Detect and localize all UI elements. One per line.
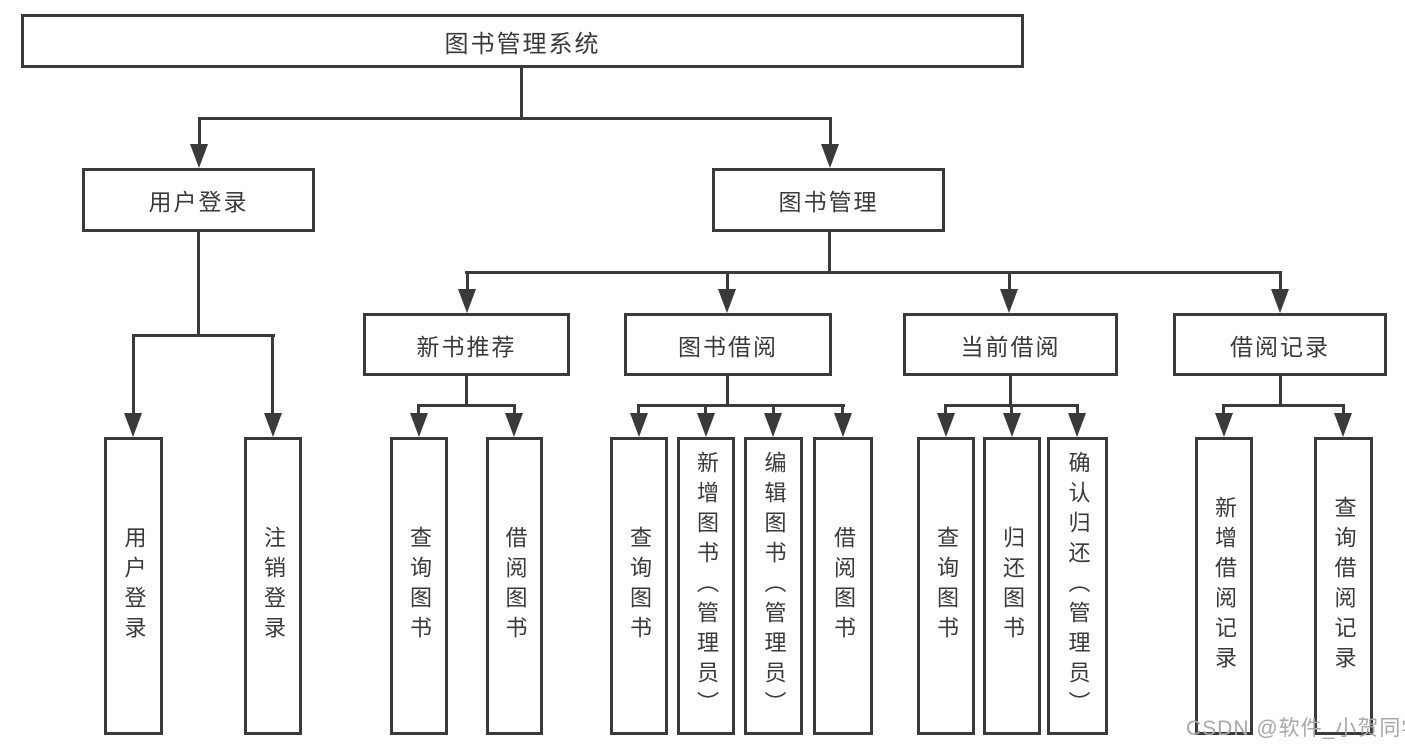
arrow-down-icon bbox=[124, 413, 142, 437]
leaf-borrow-book-recommend: 借阅图书 bbox=[486, 437, 543, 735]
arrow-down-icon bbox=[190, 144, 208, 168]
csdn-watermark: CSDN @软件_小贺同学 bbox=[1186, 717, 1405, 740]
node-label: 当前借阅 bbox=[960, 333, 1061, 360]
node-label: 新书推荐 bbox=[416, 333, 517, 360]
connector-line bbox=[944, 404, 947, 416]
node-book-borrow: 图书借阅 bbox=[624, 313, 832, 376]
connector-line bbox=[726, 376, 729, 407]
connector-line bbox=[1279, 271, 1282, 291]
connector-line bbox=[1342, 404, 1345, 416]
arrow-down-icon bbox=[1334, 413, 1352, 437]
node-new-book-recommend: 新书推荐 bbox=[363, 313, 570, 376]
arrow-down-icon bbox=[505, 413, 523, 437]
node-label: 借阅记录 bbox=[1230, 333, 1330, 360]
arrow-down-icon bbox=[697, 413, 715, 437]
node-label: 新增借阅记录 bbox=[1212, 496, 1237, 676]
node-book-management: 图书管理 bbox=[712, 168, 945, 232]
connector-line bbox=[726, 271, 729, 291]
arrow-down-icon bbox=[821, 144, 839, 168]
leaf-query-borrow-record: 查询借阅记录 bbox=[1314, 437, 1373, 735]
node-label: 确认归还（管理员） bbox=[1065, 451, 1091, 721]
connector-line bbox=[1009, 376, 1012, 407]
node-label: 查询图书 bbox=[627, 526, 652, 646]
connector-line bbox=[417, 404, 420, 416]
leaf-add-borrow-record: 新增借阅记录 bbox=[1195, 437, 1253, 735]
node-label: 归还图书 bbox=[1000, 526, 1025, 646]
connector-line bbox=[841, 404, 844, 416]
node-label: 用户登录 bbox=[121, 526, 147, 646]
node-label: 查询图书 bbox=[934, 526, 959, 646]
node-label: 借阅图书 bbox=[831, 526, 856, 646]
arrow-down-icon bbox=[630, 413, 648, 437]
node-borrow-records: 借阅记录 bbox=[1173, 313, 1387, 376]
leaf-logout: 注销登录 bbox=[244, 437, 302, 735]
connector-line bbox=[465, 271, 1282, 274]
connector-line bbox=[198, 117, 201, 145]
connector-line bbox=[513, 404, 516, 416]
arrow-down-icon bbox=[410, 413, 428, 437]
node-label: 编辑图书（管理员） bbox=[761, 451, 787, 721]
node-label: 查询图书 bbox=[407, 526, 432, 646]
arrow-down-icon bbox=[937, 413, 955, 437]
node-user-login: 用户登录 bbox=[82, 168, 315, 232]
connector-line bbox=[828, 232, 831, 274]
arrow-down-icon bbox=[264, 413, 282, 437]
arrow-down-icon bbox=[1003, 413, 1021, 437]
node-label: 图书管理 bbox=[778, 189, 879, 215]
leaf-borrow-book: 借阅图书 bbox=[813, 437, 873, 735]
connector-line bbox=[466, 271, 469, 291]
arrow-down-icon bbox=[1000, 289, 1018, 313]
connector-line bbox=[132, 334, 135, 414]
node-label: 新增图书（管理员） bbox=[694, 451, 719, 721]
arrow-down-icon bbox=[764, 413, 782, 437]
leaf-confirm-return-admin: 确认归还（管理员） bbox=[1047, 437, 1108, 735]
leaf-query-book-current: 查询图书 bbox=[917, 437, 975, 735]
connector-line bbox=[465, 376, 468, 407]
leaf-return-book: 归还图书 bbox=[983, 437, 1041, 735]
node-label: 图书借阅 bbox=[678, 333, 778, 360]
arrow-down-icon bbox=[1215, 413, 1233, 437]
node-label: 查询借阅记录 bbox=[1331, 496, 1357, 676]
node-current-borrow: 当前借阅 bbox=[903, 313, 1118, 376]
connector-line bbox=[520, 68, 523, 120]
leaf-query-book-borrow: 查询图书 bbox=[610, 437, 668, 735]
connector-line bbox=[1008, 271, 1011, 291]
node-label: 注销登录 bbox=[261, 526, 286, 646]
node-library-system: 图书管理系统 bbox=[21, 14, 1024, 68]
connector-line bbox=[1223, 404, 1345, 407]
connector-line bbox=[197, 232, 200, 337]
connector-line bbox=[271, 334, 274, 414]
connector-line bbox=[1010, 404, 1013, 416]
arrow-down-icon bbox=[1068, 413, 1086, 437]
node-label: 图书管理系统 bbox=[444, 30, 601, 58]
arrow-down-icon bbox=[718, 289, 736, 313]
connector-line bbox=[132, 334, 275, 337]
leaf-add-book-admin: 新增图书（管理员） bbox=[677, 437, 735, 735]
leaf-user-login: 用户登录 bbox=[104, 437, 163, 735]
arrow-down-icon bbox=[834, 413, 852, 437]
arrow-down-icon bbox=[458, 289, 476, 313]
connector-line bbox=[772, 404, 775, 416]
node-label: 借阅图书 bbox=[502, 526, 528, 646]
connector-line bbox=[704, 404, 707, 416]
node-label: 用户登录 bbox=[148, 189, 249, 215]
connector-line bbox=[1279, 376, 1282, 407]
connector-line bbox=[829, 117, 832, 145]
connector-line bbox=[198, 117, 832, 120]
connector-line bbox=[637, 404, 640, 416]
connector-line bbox=[1222, 404, 1225, 416]
leaf-query-book-recommend: 查询图书 bbox=[390, 437, 448, 735]
connector-line bbox=[418, 404, 516, 407]
connector-line bbox=[638, 404, 845, 407]
arrow-down-icon bbox=[1271, 289, 1289, 313]
connector-line bbox=[1076, 404, 1079, 416]
leaf-edit-book-admin: 编辑图书（管理员） bbox=[744, 437, 803, 735]
